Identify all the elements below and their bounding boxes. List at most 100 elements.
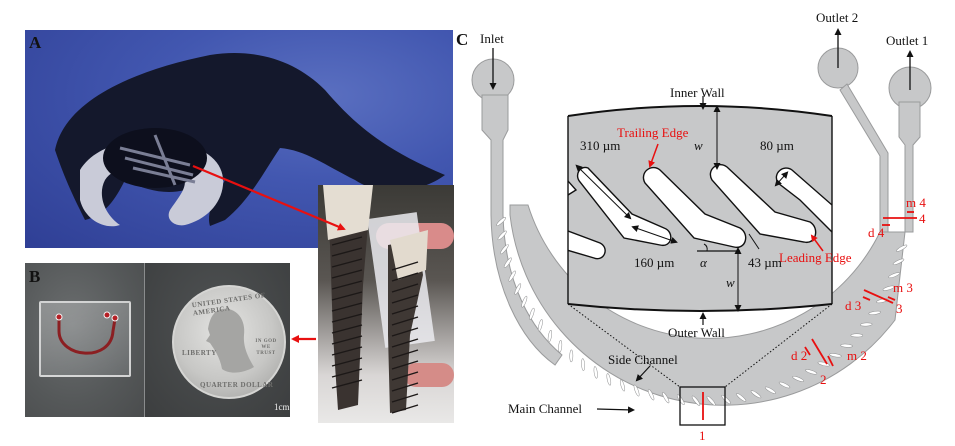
channel-blades xyxy=(496,217,908,406)
channel-blade xyxy=(558,340,563,353)
channel-blade xyxy=(892,258,905,266)
channel-blade xyxy=(850,333,864,338)
channel-blade xyxy=(778,381,791,389)
leading-edge-arrow xyxy=(810,234,824,252)
zoom-region-box xyxy=(679,386,726,426)
gill-raker xyxy=(331,258,363,268)
dimension-310um-arrow xyxy=(575,164,632,220)
dimension-80um-label: 80 µm xyxy=(760,138,794,153)
gill-raker xyxy=(391,283,419,293)
channel-blade xyxy=(792,375,804,382)
side-channel-arrow xyxy=(635,365,651,382)
gill-raker xyxy=(391,349,419,359)
inlet-channel xyxy=(481,94,563,366)
channel-blade xyxy=(662,392,670,404)
inlet-label: Inlet xyxy=(480,31,504,46)
channel-blade xyxy=(647,388,655,401)
outlet-1-channel xyxy=(898,101,921,233)
dimension-43um-label: 43 µm xyxy=(748,255,782,270)
section-2-label: 2 xyxy=(820,372,827,387)
gill-raker xyxy=(391,404,419,414)
channel-blade xyxy=(547,330,553,343)
section-3-label: 3 xyxy=(896,301,903,316)
panel-b-chip-photo: B UNITED STATES OF AMERICA LIBERTY IN GO… xyxy=(25,263,290,417)
outlet-1-label: Outlet 1 xyxy=(886,33,928,48)
gill-raker xyxy=(331,313,363,323)
washington-profile xyxy=(206,308,254,373)
detail-view xyxy=(567,96,833,325)
panel-c-label: C xyxy=(456,30,468,49)
gill-raker xyxy=(391,393,419,403)
gill-rakers-illustration xyxy=(323,185,428,414)
channel-blade xyxy=(840,343,853,348)
gill-raker xyxy=(391,294,419,304)
microfluidic-device xyxy=(471,47,932,406)
gill-raker xyxy=(331,379,363,389)
side-channel-label: Side Channel xyxy=(608,352,678,367)
channel-blade xyxy=(691,395,701,406)
channel-blade xyxy=(764,386,776,394)
gill-raker xyxy=(391,272,419,282)
dimension-160um-arrow xyxy=(631,225,678,244)
channel-blade xyxy=(569,349,574,363)
coin-text-bottom: QUARTER DOLLAR xyxy=(200,381,274,389)
channel-blade xyxy=(882,285,895,291)
filter-lobe-right xyxy=(388,240,423,413)
gill-raker xyxy=(331,247,363,257)
outlet-2-channel xyxy=(839,83,889,233)
manta-ray-illustration xyxy=(55,53,445,227)
leading-edge-label: Leading Edge xyxy=(779,250,852,265)
coin-text-motto: IN GOD WE TRUST xyxy=(255,339,277,356)
gill-raker xyxy=(331,269,363,279)
chip-channel xyxy=(57,318,117,355)
panel-b-label: B xyxy=(29,267,41,286)
main-channel-label: Main Channel xyxy=(508,401,582,416)
dimension-43um-line xyxy=(748,233,760,250)
chip-outlet-port xyxy=(111,314,119,322)
trailing-edge-label: Trailing Edge xyxy=(617,125,689,140)
panel-link-arrows xyxy=(192,164,346,343)
gill-raker xyxy=(331,357,363,367)
chip-outlet-port xyxy=(103,311,111,319)
channel-blade xyxy=(497,230,507,241)
channel-blade xyxy=(529,307,535,320)
section-3-m-label: m 3 xyxy=(893,280,913,295)
chip-photo-background xyxy=(25,263,144,417)
section-2-d-tick xyxy=(804,346,811,356)
gill-raker xyxy=(331,280,363,290)
channel-blade xyxy=(868,310,881,315)
gill-raker xyxy=(331,368,363,378)
gill-raker xyxy=(391,360,419,370)
channel-blade xyxy=(829,353,842,358)
section-4-d-label: d 4 xyxy=(868,225,885,240)
section-2-m-label: m 2 xyxy=(847,348,867,363)
channel-blade xyxy=(508,270,516,282)
outlet-2-label: Outlet 2 xyxy=(816,10,858,25)
dimension-160um-label: 160 µm xyxy=(634,255,674,270)
gill-raker xyxy=(391,338,419,348)
inner-wall-label: Inner Wall xyxy=(670,85,725,100)
outer-wall-label: Outer Wall xyxy=(668,325,725,340)
channel-blade xyxy=(593,366,598,379)
gill-raker xyxy=(331,335,363,345)
gill-raker xyxy=(391,327,419,337)
section-3-line xyxy=(863,289,894,304)
section-3-d-label: d 3 xyxy=(845,298,861,313)
channel-blade xyxy=(503,257,512,269)
scale-bar-label: 1cm xyxy=(274,402,290,412)
main-channel-band xyxy=(509,204,906,406)
dimension-310um-label: 310 µm xyxy=(580,138,620,153)
projection-line-left xyxy=(567,303,681,388)
chip-inlet-port xyxy=(55,313,63,321)
section-2-m-tick xyxy=(827,355,834,367)
arrow-gill-to-inset xyxy=(192,164,346,231)
alpha-label: α xyxy=(700,255,708,270)
channel-blade xyxy=(514,283,522,295)
gill-raker xyxy=(331,302,363,312)
channel-blade xyxy=(521,295,528,308)
gill-raker xyxy=(391,371,419,381)
finger-shape xyxy=(404,363,454,387)
channel-blade xyxy=(896,244,908,252)
channel-blade xyxy=(619,379,626,392)
microfluidic-chip xyxy=(39,301,131,377)
